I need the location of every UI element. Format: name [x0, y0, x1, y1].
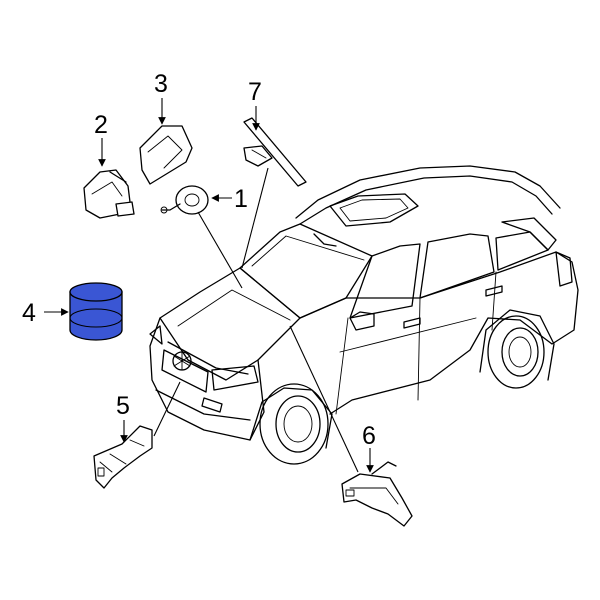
vehicle-illustration	[149, 165, 579, 465]
part-1-horn	[160, 185, 209, 215]
callout-6: 6	[362, 422, 376, 450]
part-3-module	[139, 125, 193, 185]
callout-7: 7	[248, 78, 262, 106]
part-6-sensor-bracket	[341, 461, 413, 527]
callout-labels: 1 2 3 4 5 6 7	[22, 70, 376, 450]
callout-2: 2	[94, 111, 108, 139]
part-4-highlighted-component	[69, 282, 123, 341]
part-2-sensor	[83, 169, 135, 219]
part-7-mount	[243, 117, 307, 187]
callout-5: 5	[116, 392, 130, 420]
leader-lines	[44, 98, 374, 473]
callout-1: 1	[234, 185, 248, 213]
callout-4: 4	[22, 299, 36, 327]
part-5-bracket	[93, 425, 153, 489]
callout-3: 3	[154, 70, 168, 98]
